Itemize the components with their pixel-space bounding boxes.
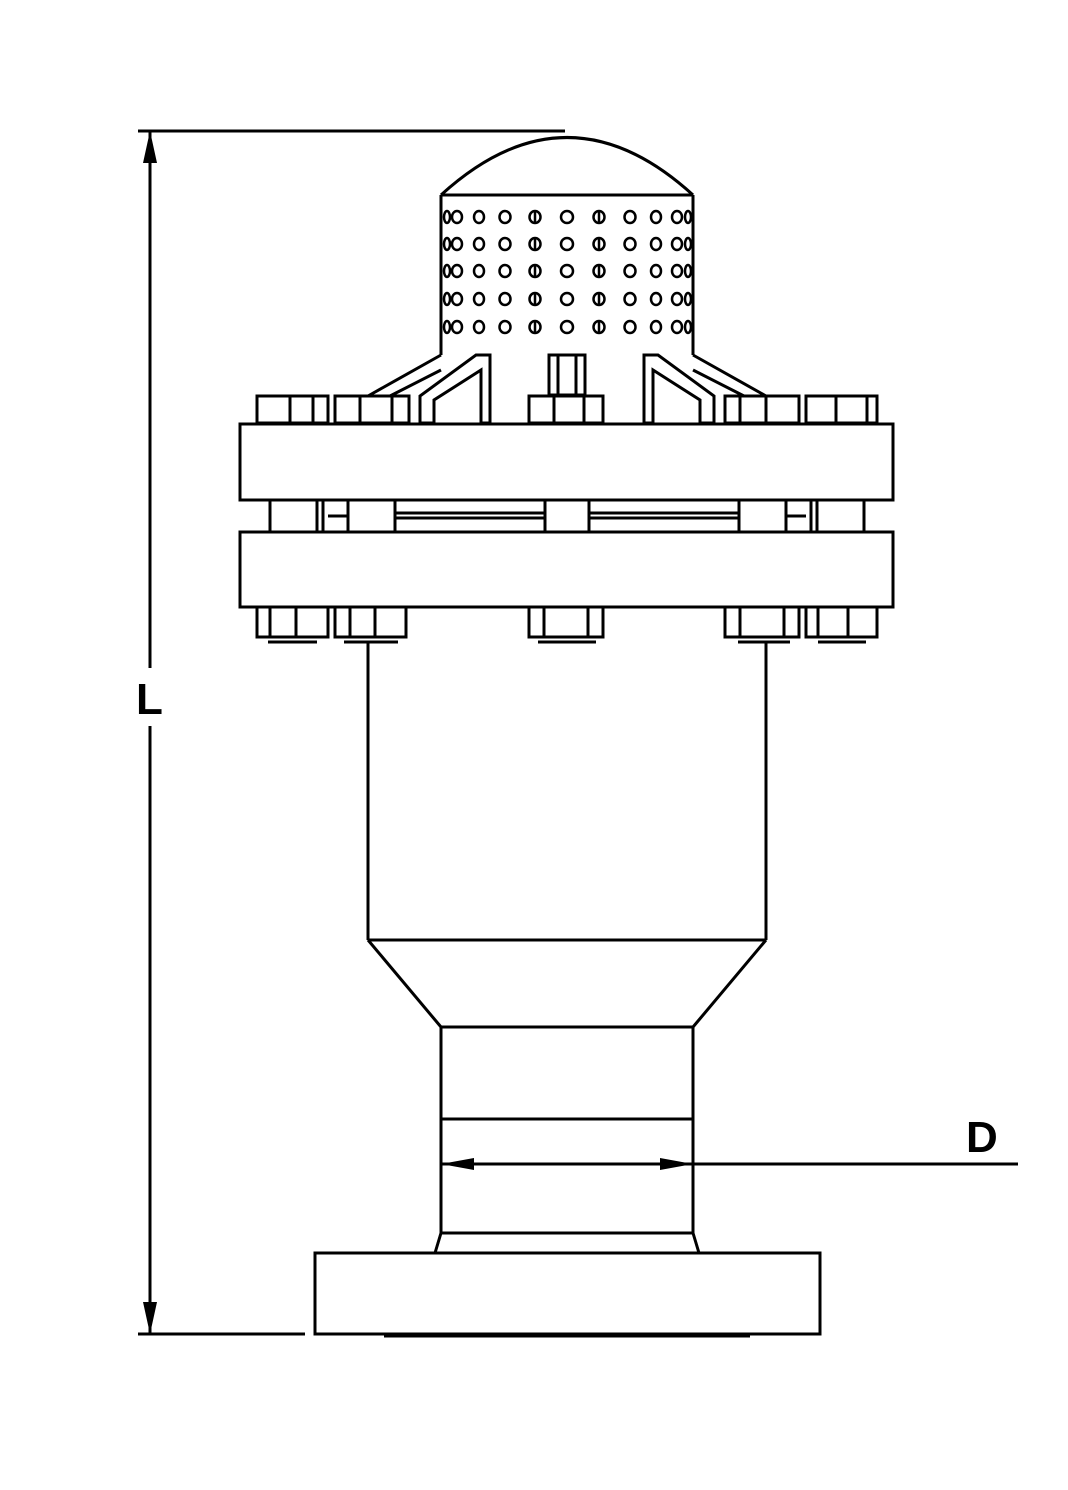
diameter-dimension [441, 1158, 1018, 1170]
length-label: L [136, 675, 163, 724]
perforation-hole [683, 291, 693, 307]
diameter-arrow-left [441, 1158, 474, 1170]
upper-flange [238, 422, 895, 502]
perforation-hole [623, 209, 637, 225]
perforation-hole [559, 263, 575, 279]
perforation-hole [450, 263, 464, 279]
top-nuts [255, 394, 879, 425]
perforation-hole [683, 319, 693, 335]
dome-cap [439, 136, 695, 197]
neck-pipe [433, 1027, 701, 1254]
perforation-hole [450, 291, 464, 307]
base-flange [313, 1251, 822, 1338]
perforation-hole [450, 236, 464, 252]
perforation-hole [623, 319, 637, 335]
perforation-hole [623, 236, 637, 252]
perforation-hole [450, 319, 464, 335]
perforation-hole [442, 319, 452, 335]
perforation-hole [472, 209, 486, 225]
vent-head [439, 136, 695, 355]
support-ribs [367, 353, 767, 425]
perforation-hole [683, 209, 693, 225]
perforation-hole [683, 236, 693, 252]
perforation-hole [472, 236, 486, 252]
perforation-hole [498, 291, 512, 307]
perforation-hole [498, 236, 512, 252]
perforation-hole [472, 263, 486, 279]
perforation-hole [442, 236, 452, 252]
length-arrow-top [143, 131, 157, 163]
perforation-holes [442, 209, 693, 335]
perforation-hole [649, 209, 663, 225]
main-body [366, 642, 768, 1029]
lower-flange [238, 530, 895, 609]
perforation-hole [670, 209, 684, 225]
perforation-hole [623, 263, 637, 279]
perforation-hole [559, 236, 575, 252]
perforation-hole [670, 236, 684, 252]
perforation-hole [623, 291, 637, 307]
perforation-hole [498, 263, 512, 279]
perforation-hole [649, 319, 663, 335]
length-dimension [138, 129, 565, 1336]
perforation-hole [683, 263, 693, 279]
perforation-hole [442, 263, 452, 279]
perforation-hole [670, 263, 684, 279]
perforation-hole [649, 236, 663, 252]
perforation-hole [649, 263, 663, 279]
perforation-hole [498, 209, 512, 225]
perforation-hole [472, 319, 486, 335]
perforation-hole [649, 291, 663, 307]
diameter-label: D [966, 1113, 998, 1162]
perforation-hole [670, 291, 684, 307]
perforation-hole [559, 209, 575, 225]
flange-gap-bolts [268, 498, 866, 534]
diameter-arrow-right [660, 1158, 693, 1170]
perforation-hole [670, 319, 684, 335]
perforation-hole [559, 291, 575, 307]
perforation-hole [498, 319, 512, 335]
perforation-hole [442, 291, 452, 307]
length-arrow-bottom [143, 1302, 157, 1334]
perforation-hole [442, 209, 452, 225]
perforation-hole [559, 319, 575, 335]
perforation-hole [450, 209, 464, 225]
perforation-hole [472, 291, 486, 307]
bottom-nuts [255, 605, 879, 644]
